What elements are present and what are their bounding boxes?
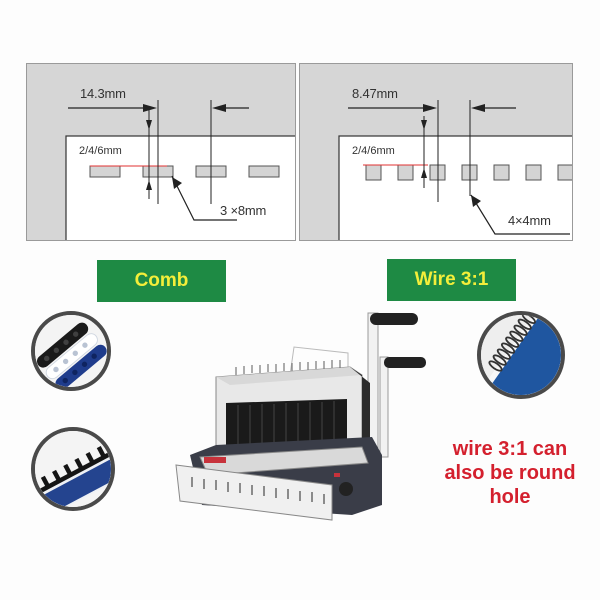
binding-machine-image [175,312,426,521]
comb-tag: Comb [97,260,226,302]
wire-diagram-drawing [338,100,572,240]
comb-rings-photo [31,311,111,391]
note-line-2: also be round [444,462,576,484]
comb-bound-image [35,431,111,507]
wire-margin-label: 2/4/6mm [352,145,395,157]
wire-tag-label: Wire 3:1 [414,269,489,290]
wire-hole-size-label: 4×4mm [508,213,551,228]
wire-bound-photo [477,311,565,399]
note-line-1: wire 3:1 can [452,438,568,460]
comb-diagram-drawing [65,100,295,240]
wire-bound-image [481,315,561,395]
comb-margin-label: 2/4/6mm [79,145,122,157]
comb-rings-image [35,315,107,387]
wire-hole-diagram: 8.47mm 2/4/6mm 4×4mm [299,63,573,241]
wire-tag: Wire 3:1 [387,259,516,301]
comb-tag-label: Comb [134,270,189,291]
comb-hole-size-label: 3 ×8mm [220,203,267,218]
comb-hole-diagram: 14.3mm 2/4/6mm 3 ×8mm [26,63,296,241]
round-hole-note: wire 3:1 can also be round hole [424,437,596,509]
binding-machine-photo [172,305,440,527]
comb-pitch-label: 14.3mm [80,86,126,101]
wire-pitch-label: 8.47mm [352,86,398,101]
note-line-3: hole [489,486,531,508]
comb-bound-photo [31,427,115,511]
